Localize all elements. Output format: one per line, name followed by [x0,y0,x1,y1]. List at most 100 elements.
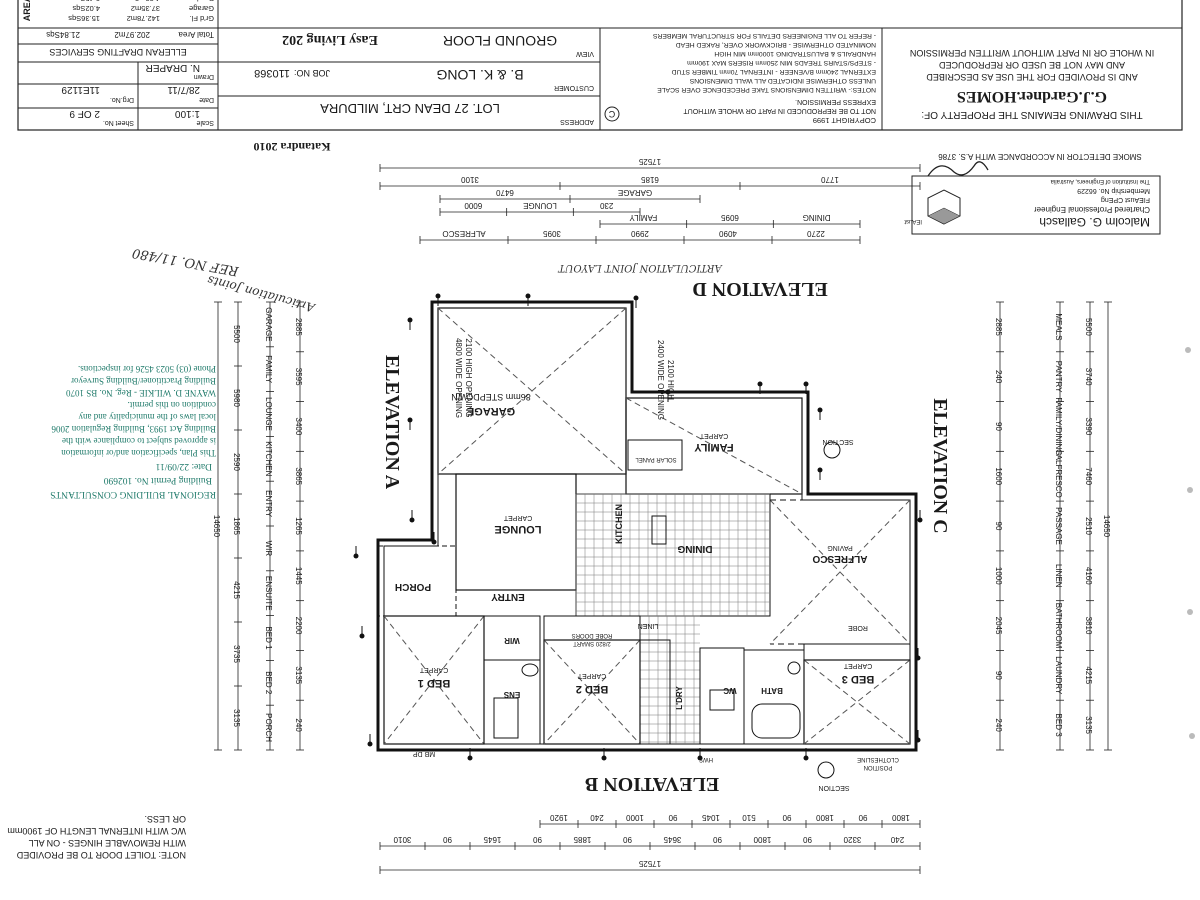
engineer-membership: Membership No. 66229 [1077,187,1150,194]
floor-plan [353,293,923,779]
dimension-label: BED 3 [1054,714,1063,738]
garage-door-wide: 4800 WIDE OPENING [454,338,463,418]
property-line2: AND IS PROVIDED FOR THE USE AS DESCRIBED [926,72,1138,82]
stamp-line2: is approved subject to compliance with t… [62,436,216,446]
clothesline-position: POSITION [864,764,893,770]
dimension-label: 1600 [994,467,1003,485]
general-notes: COPYRIGHT 1999 NOT TO BE REPRODUCED IN P… [599,27,883,131]
total-area-m2: 202.97m2 [114,30,150,39]
dimension-label: 240 [890,835,904,844]
drawn-label: Drawn [194,73,214,80]
dimension-label: 3810 [1084,617,1093,635]
drg-label: Drg.No. [110,96,134,103]
room-wc: WC [723,686,737,695]
room-porch: PORCH [395,581,431,592]
dimension-label: 3135 [1084,716,1093,734]
room-robe: ROBE [848,624,868,631]
dimension-label: 2270 [807,229,825,238]
stamp-permit: Building Permit No. 102690 [104,475,212,485]
property-line3: AND MAY NOT BE USED OR REPRODUCED [938,60,1125,70]
dimension-label: FAMILY [264,355,273,384]
smoke-detector-note: SMOKE DETECTOR IN ACCORDANCE WITH A.S. 3… [938,152,1142,161]
drg-value: 11E1129 [61,84,100,95]
dimension-label: 6185 [641,175,659,184]
section-label: SECTION [822,438,853,445]
dimension-label: 6470 [496,188,514,197]
dimension-label: 3010 [393,835,411,844]
dimension-label: ALFRESCO [442,229,485,238]
stamp-line1: This Plan, specification and/or informat… [61,448,216,458]
copyright-line3: EXPRESS PERMISSION. [795,98,876,105]
dimension-label: 90 [623,835,632,844]
dimension-label: 3865 [294,467,303,485]
section-marker-bottom-icon [817,761,835,779]
elevation-b: ELEVATION B [585,773,719,795]
dimension-label: LOUNGE [523,201,557,210]
address-value: LOT. 27 DEAN CRT, MILDURA [320,101,500,116]
garage-door-high: 2100 HIGH OPENING [464,338,473,417]
room-ldry: L'DRY [675,686,684,710]
dimension-label: 90 [443,835,452,844]
dimension-label: ENSUITE [264,576,273,611]
dimension-label: 1885 [573,835,591,844]
toilet-note-line2: WITH REMOVABLE HINGES - ON ALL [29,838,186,848]
dimension-label: 14650 [1102,515,1111,538]
dimension-label: 3095 [543,229,561,238]
property-line4: IN WHOLE OR IN PART WITHOUT WRITTEN PERM… [910,48,1154,58]
dimension-label: 5500 [232,325,241,343]
scale-label: Scale [196,119,214,126]
dimension-label: 7460 [1084,467,1093,485]
solar-panel: SOLAR PANEL [635,456,677,462]
job-value: 110368 [254,67,290,79]
dimension-label: 2990 [631,229,649,238]
laundry-trough-icon [709,689,735,711]
elevation-a: ELEVATION A [381,355,403,490]
room-labels: GARAGE 86mm STEPDOWN FAMILY CARPET SOLAR… [395,392,899,770]
dimension-label: 240 [994,370,1003,384]
note-line: - STEPS/STAIRS TREADS MIN 250mm RISERS M… [687,59,876,66]
dimension-label: 1920 [550,813,568,822]
dimension-label: 230 [599,201,613,210]
note-line: NOMINATED OTHERWISE - BRICKWORK OVER, RA… [676,41,876,48]
dimension-label: 2045 [994,617,1003,635]
elevation-d: ELEVATION D [692,278,827,300]
dimension-label: 2510 [1084,517,1093,535]
note-line: UNLESS OTHERWISE INDICATED ALL WALL DIME… [689,77,876,84]
section-marker-icon [823,441,841,459]
area-name: Gr'd Fl. [190,14,214,23]
dimension-label: 14650 [212,515,221,538]
room-bed1-floor: CARPET [419,666,448,673]
area-m2: 4.23m2 [135,0,160,3]
toilet-door-note: NOTE: TOILET DOOR TO BE PROVIDED WITH RE… [7,814,186,860]
council-approval-stamp: REGIONAL BUILDING CONSULTANTS Building P… [50,364,216,499]
garage-opening-wide: 2400 WIDE OPENING [656,340,665,420]
dimension-label: 1800 [892,813,910,822]
elevation-c: ELEVATION C [929,398,951,533]
area-sq: 4.02Sqs [72,4,100,13]
room-garage: GARAGE [467,405,515,417]
dimension-label: GARAGE [618,188,652,197]
dimension-label: FAMILY [629,213,658,222]
dimension-label: 5500 [1084,318,1093,336]
section-label-bottom: SECTION [818,784,849,791]
articulation-side-note: Articulation Joints [206,273,317,315]
dimension-label: ALFRESCO [1054,455,1063,498]
dimension-label: PORCH [264,713,273,742]
dimension-label: 3135 [294,666,303,684]
room-family: FAMILY [694,441,734,453]
dimension-label: 4215 [1084,666,1093,684]
articulation-top-note: ARTICULATION JOINT LAYOUT [557,262,723,273]
dimension-label: 17525 [638,859,661,868]
dimension-label: ENTRY [264,490,273,518]
drawn-value: N. DRAPER [146,62,200,73]
total-area-label: Total Area [178,30,214,39]
dimension-label: 90 [533,835,542,844]
copyright-line2: NOT TO BE REPRODUCED IN PART OR WHOLE WI… [683,107,876,114]
note-line: NOTES:- WRITTEN DIMENSIONS TAKE PRECEDEN… [657,86,876,93]
dimension-label: BED 2 [264,671,273,695]
dimension-label: 90 [668,813,677,822]
property-line1: THIS DRAWING REMAINS THE PROPERTY OF: [921,109,1142,120]
job-label: JOB NO: [294,68,330,78]
dimension-label: 4090 [719,229,737,238]
